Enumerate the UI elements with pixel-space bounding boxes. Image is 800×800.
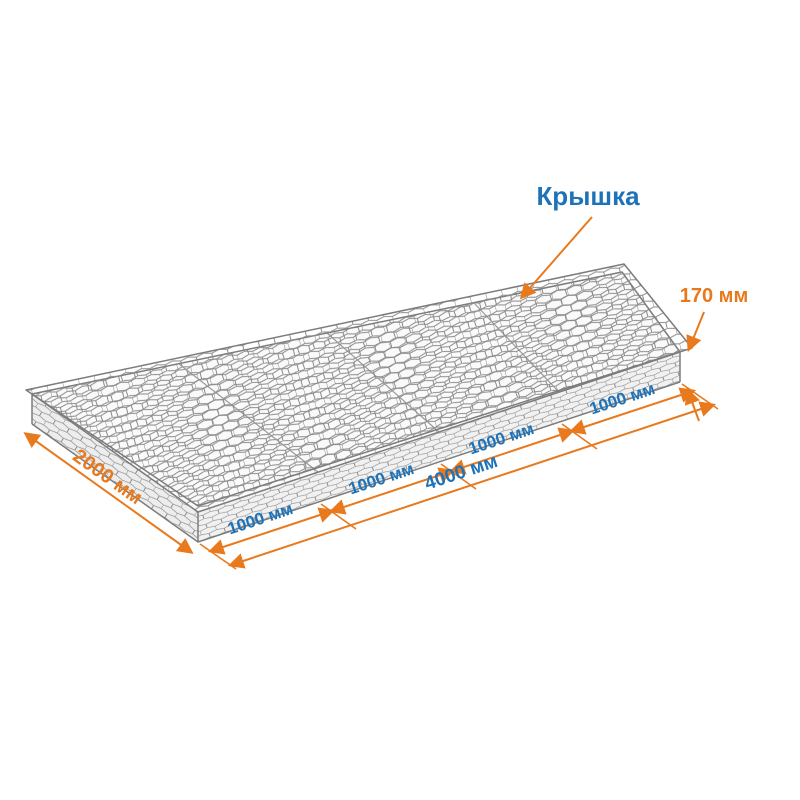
dimension-total-line xyxy=(227,401,717,569)
lid-callout-label: Крышка xyxy=(536,181,640,211)
dimension-height-label: 170 мм xyxy=(680,285,749,307)
dimension-height-arrow-top xyxy=(686,311,705,352)
lid-callout: Крышка xyxy=(519,181,640,300)
lid-callout-arrow xyxy=(519,216,593,300)
dimension-height-arrow-bottom xyxy=(684,387,700,422)
dimension-width-line xyxy=(23,432,194,554)
dimension-height: 170 мм xyxy=(680,285,749,422)
